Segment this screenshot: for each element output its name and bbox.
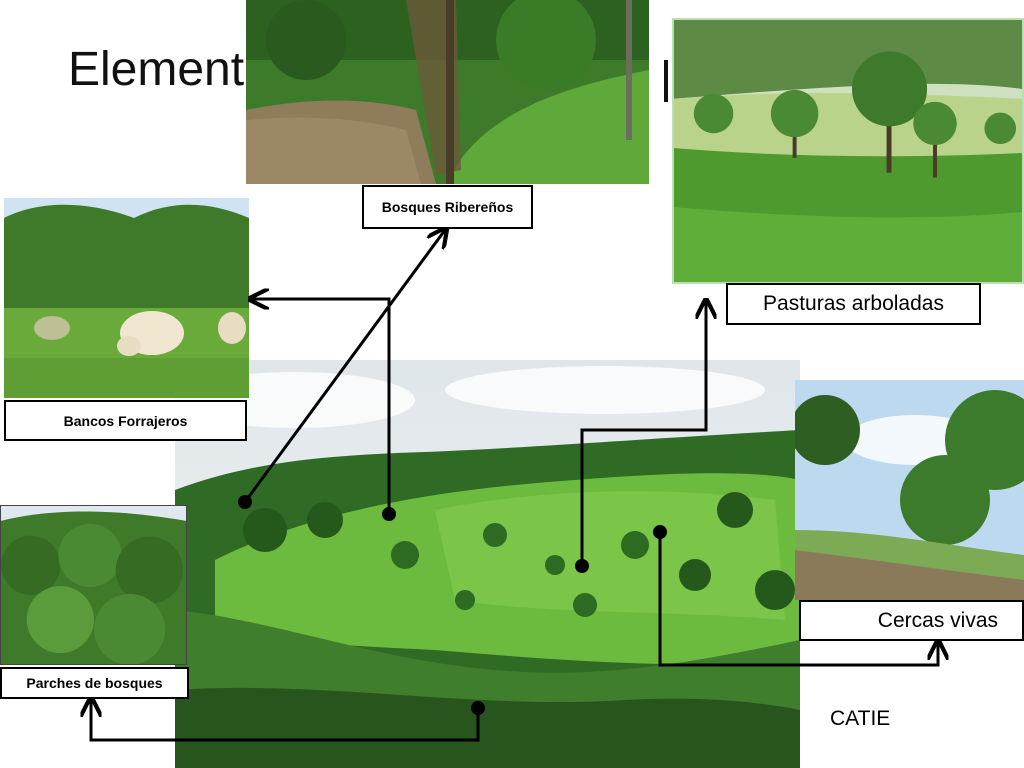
riparian-forest-photo — [246, 0, 649, 184]
forest-patches-photo — [0, 505, 187, 665]
credit-text: CATIE — [830, 707, 891, 730]
slide-title-fragment — [664, 60, 668, 102]
label-wooded-pastures: Pasturas arboladas — [726, 283, 981, 325]
slide-title: Element — [68, 43, 245, 96]
landscape-photo — [175, 360, 800, 768]
label-riparian-forests: Bosques Ribereños — [362, 185, 533, 229]
live-fences-photo — [795, 380, 1024, 600]
wooded-pastures-photo — [672, 18, 1024, 284]
label-fodder-banks: Bancos Forrajeros — [4, 400, 247, 441]
label-forest-patches: Parches de bosques — [0, 667, 189, 699]
fodder-banks-photo — [4, 198, 249, 398]
label-live-fences: Cercas vivas — [799, 600, 1024, 641]
